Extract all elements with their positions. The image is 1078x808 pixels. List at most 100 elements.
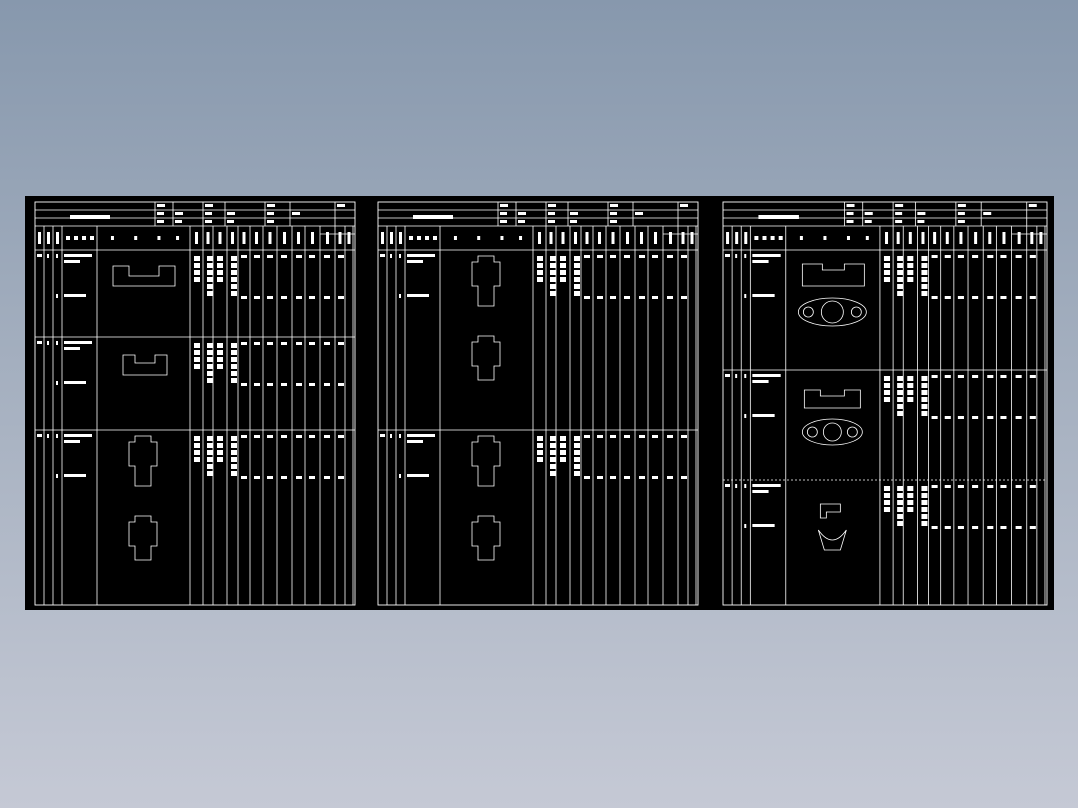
text-mark	[500, 220, 507, 223]
text-mark	[477, 236, 481, 240]
text-mark	[725, 374, 730, 377]
text-mark	[897, 397, 904, 402]
text-mark	[407, 294, 429, 297]
text-mark	[407, 260, 423, 263]
text-mark	[1015, 485, 1022, 488]
text-mark	[574, 443, 580, 448]
hole-circle	[802, 306, 814, 318]
text-mark	[207, 443, 213, 448]
text-mark	[296, 476, 302, 479]
text-mark	[681, 476, 687, 479]
text-mark	[560, 450, 566, 455]
text-mark	[897, 256, 904, 261]
text-mark	[624, 435, 630, 438]
text-mark	[267, 435, 273, 438]
text-mark	[921, 277, 928, 282]
sheet-border	[377, 201, 699, 606]
text-mark	[931, 255, 938, 258]
text-mark	[409, 236, 413, 240]
text-mark	[846, 212, 854, 215]
text-mark	[338, 435, 344, 438]
text-mark	[931, 296, 938, 299]
text-mark	[931, 375, 938, 378]
text-mark	[917, 220, 925, 223]
text-mark	[584, 476, 590, 479]
part-profile	[819, 503, 841, 519]
text-mark	[1000, 485, 1007, 488]
text-mark	[897, 500, 904, 505]
text-mark	[176, 236, 180, 240]
text-mark	[624, 255, 630, 258]
text-mark	[725, 254, 730, 257]
text-mark	[624, 296, 630, 299]
text-mark	[1015, 296, 1022, 299]
text-mark	[64, 434, 92, 437]
text-mark	[205, 220, 212, 223]
text-mark	[846, 220, 854, 223]
text-mark	[207, 471, 213, 476]
text-mark	[610, 476, 616, 479]
text-mark	[550, 270, 556, 275]
text-mark	[883, 390, 891, 395]
text-mark	[296, 383, 302, 386]
text-mark	[987, 375, 994, 378]
text-mark	[207, 436, 213, 441]
text-mark	[988, 232, 992, 244]
text-mark	[1039, 232, 1043, 244]
process-card-sheet-1	[34, 201, 356, 606]
text-mark	[972, 526, 979, 529]
text-mark	[921, 383, 928, 388]
text-mark	[957, 204, 966, 207]
text-mark	[255, 232, 258, 244]
text-mark	[207, 343, 213, 348]
text-mark	[309, 296, 315, 299]
text-mark	[309, 435, 315, 438]
text-mark	[254, 342, 260, 345]
text-mark	[205, 212, 212, 215]
text-mark	[987, 255, 994, 258]
text-mark	[537, 256, 543, 261]
text-mark	[64, 381, 86, 384]
text-mark	[390, 232, 393, 244]
text-mark	[64, 440, 80, 443]
text-mark	[983, 212, 992, 215]
text-mark	[681, 232, 685, 244]
text-mark	[744, 232, 748, 244]
text-mark	[957, 375, 964, 378]
text-mark	[281, 255, 287, 258]
part-sketch	[112, 265, 176, 561]
text-mark	[519, 236, 523, 240]
text-mark	[231, 277, 237, 282]
text-mark	[217, 450, 223, 455]
text-mark	[297, 232, 300, 244]
hole-circle	[806, 426, 818, 438]
text-mark	[292, 212, 300, 215]
text-mark	[883, 277, 891, 282]
text-mark	[921, 493, 928, 498]
text-mark	[195, 232, 198, 244]
text-mark	[326, 232, 329, 244]
text-mark	[883, 397, 891, 402]
text-mark	[227, 220, 234, 223]
text-mark	[744, 524, 747, 528]
text-mark	[309, 255, 315, 258]
text-mark	[309, 476, 315, 479]
part-profile	[471, 435, 501, 487]
text-mark	[207, 450, 213, 455]
text-mark	[570, 220, 577, 223]
text-mark	[518, 220, 525, 223]
text-mark	[597, 476, 603, 479]
text-mark	[217, 256, 223, 261]
text-mark	[537, 277, 543, 282]
text-mark	[560, 457, 566, 462]
text-mark	[241, 435, 247, 438]
text-mark	[207, 378, 213, 383]
text-mark	[574, 232, 577, 244]
text-mark	[931, 416, 938, 419]
sheet-border	[34, 201, 356, 606]
text-mark	[921, 256, 928, 261]
text-mark	[296, 255, 302, 258]
text-mark	[194, 436, 200, 441]
text-mark	[157, 236, 161, 240]
text-mark	[550, 450, 556, 455]
